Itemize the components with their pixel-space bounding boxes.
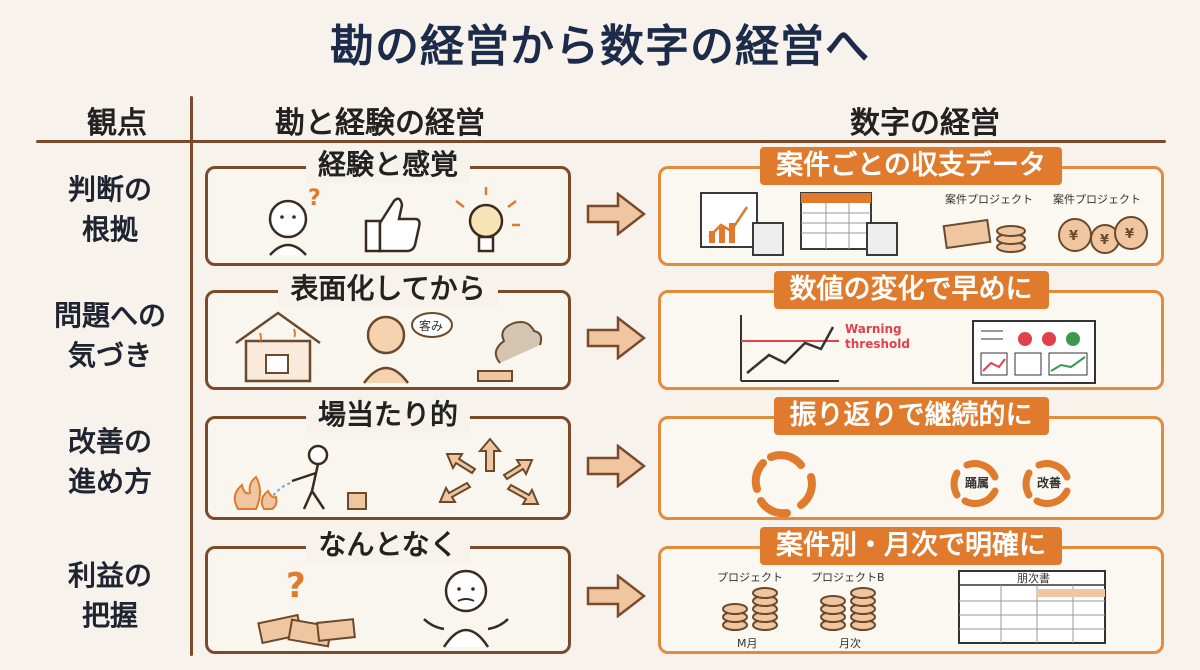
right-box-awareness: 数値の変化で早めに Warning threshold xyxy=(658,271,1164,390)
arrow-right-icon xyxy=(586,316,646,360)
left-title-profit: なんとなく xyxy=(306,527,470,563)
left-box-basis: 経験と感覚 ? xyxy=(205,147,571,266)
monthly-report-icon xyxy=(958,570,1106,644)
svg-text:?: ? xyxy=(286,566,306,606)
scattered-arrows-icon xyxy=(438,437,540,505)
coin-stack-icon xyxy=(722,587,778,631)
svg-text:¥: ¥ xyxy=(1100,233,1109,248)
project-label-2: 案件プロジェクト xyxy=(1053,192,1141,206)
smoke-pot-icon xyxy=(477,321,543,382)
arrow-right-icon xyxy=(586,444,646,488)
thumbs-up-icon xyxy=(364,197,421,253)
confused-person-icon xyxy=(423,569,509,648)
svg-text:¥: ¥ xyxy=(1125,227,1134,242)
row-label-basis: 判断の 根拠 xyxy=(67,173,152,246)
threshold-label: threshold xyxy=(845,337,910,351)
header-numbers: 数字の経営 xyxy=(850,106,1000,141)
project-label-1: 案件プロジェクト xyxy=(945,192,1033,206)
money-bags-icon: ¥ ¥ ¥ xyxy=(1058,216,1148,254)
column-divider xyxy=(190,96,193,656)
cash-coins-icon xyxy=(942,218,1026,253)
speech-bubble-text: 客み xyxy=(419,318,443,333)
right-title-profit: 案件別・月次で明確に xyxy=(760,527,1062,565)
dashboard-icon xyxy=(972,320,1096,384)
left-title-improvement: 場当たり的 xyxy=(305,397,470,433)
right-title-awareness: 数値の変化で早めに xyxy=(773,271,1049,309)
right-box-basis: 案件ごとの収支データ 案件プロジェクト 案件プロジェクト ¥ xyxy=(658,147,1164,266)
row-label-profit: 利益の 把握 xyxy=(67,559,152,632)
worried-person-icon: 客み xyxy=(362,312,453,384)
month-label: M月 xyxy=(737,637,758,650)
arrow-right-icon xyxy=(586,574,646,618)
improve-cycle-icon xyxy=(1022,460,1071,507)
header-divider xyxy=(36,140,1166,143)
monthly-label: 月次 xyxy=(839,636,861,650)
left-box-profit: なんとなく ? xyxy=(205,527,571,654)
svg-text:¥: ¥ xyxy=(1069,229,1078,244)
left-title-awareness: 表面化してから xyxy=(278,271,498,307)
trend-chart-icon xyxy=(740,315,839,382)
left-box-improvement: 場当たり的 xyxy=(205,397,571,520)
project-label-b: プロジェクトB xyxy=(811,571,885,584)
cycle-arrows-icon xyxy=(751,451,816,517)
svg-text:?: ? xyxy=(308,186,321,211)
arrow-right-icon xyxy=(586,192,646,236)
review-cycle-icon xyxy=(950,460,999,507)
header-viewpoint: 観点 xyxy=(87,106,147,141)
spreadsheet-icon xyxy=(800,192,898,256)
project-label-a: プロジェクト xyxy=(717,571,783,584)
lightbulb-icon xyxy=(455,187,520,253)
scattered-money-icon: ? xyxy=(257,566,356,648)
thinking-person-icon: ? xyxy=(268,186,321,256)
cycle-label-review: 踊属 xyxy=(965,476,989,490)
page-title: 勘の経営から数字の経営へ xyxy=(330,21,870,72)
right-title-improvement: 振り返りで継続的に xyxy=(773,397,1049,435)
coin-stack-icon xyxy=(820,587,876,631)
warning-label: Warning xyxy=(845,322,902,336)
right-title-basis: 案件ごとの収支データ xyxy=(760,147,1062,185)
header-intuition: 勘と経験の経営 xyxy=(275,106,485,141)
right-box-improvement: 振り返りで継続的に 踊属 改善 xyxy=(658,397,1164,520)
row-label-improvement: 改善の 進め方 xyxy=(67,425,152,498)
chart-report-icon xyxy=(700,192,784,256)
monthly-report-label: 朋次書 xyxy=(1017,571,1050,585)
left-box-awareness: 表面化してから 客み xyxy=(205,271,571,390)
left-title-basis: 経験と感覚 xyxy=(305,147,470,183)
right-box-profit: 案件別・月次で明確に プロジェクト M月 プロジェクトB 月次 朋次書 xyxy=(658,527,1164,654)
leaking-house-icon xyxy=(235,311,321,383)
cycle-label-improve: 改善 xyxy=(1037,475,1061,490)
row-label-awareness: 問題への 気づき xyxy=(53,299,166,372)
fire-fighting-icon xyxy=(233,444,367,510)
